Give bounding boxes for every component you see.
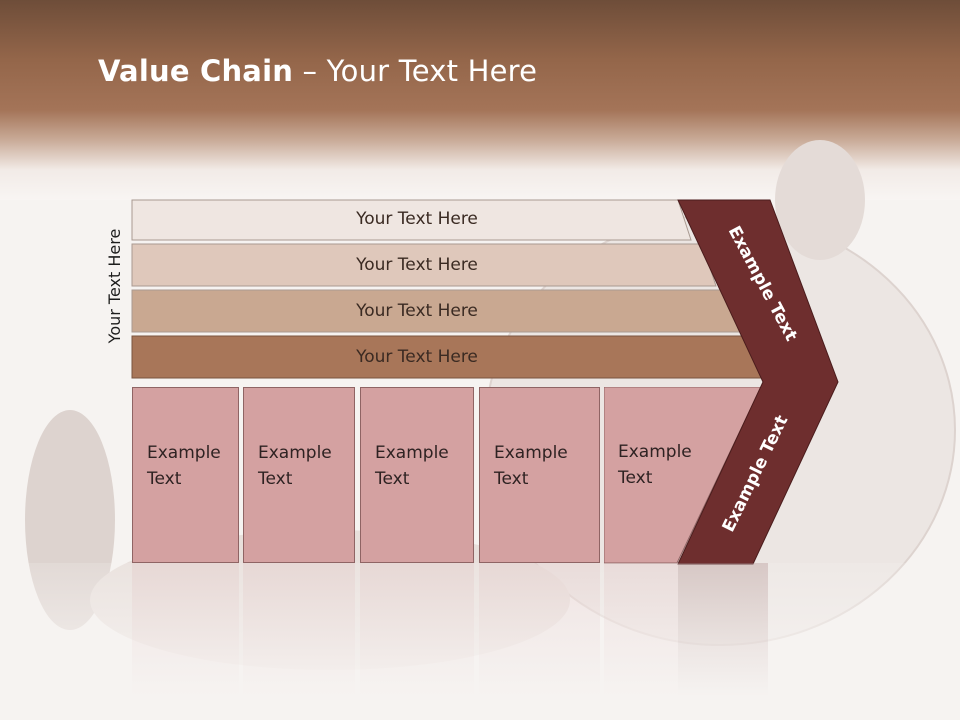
slide-title: Value Chain – Your Text Here	[98, 54, 537, 88]
support-bar-label: Your Text Here	[356, 209, 478, 229]
diagram-reflection	[0, 563, 960, 720]
primary-cell-5-text: Example Text	[604, 387, 704, 563]
support-bar-label: Your Text Here	[356, 347, 478, 367]
primary-cell-3: Example Text	[360, 387, 474, 563]
cell-label: Example Text	[375, 443, 449, 489]
title-rest: – Your Text Here	[293, 54, 538, 88]
leg-shape	[775, 140, 865, 260]
support-bar-label: Your Text Here	[356, 301, 478, 321]
title-bold: Value Chain	[98, 54, 294, 88]
primary-cell-4: Example Text	[479, 387, 600, 563]
primary-cell-2: Example Text	[243, 387, 355, 563]
cell-label: Example Text	[258, 443, 332, 489]
side-label: Your Text Here	[105, 228, 124, 344]
cell-label: Example Text	[618, 442, 692, 488]
primary-cell-1: Example Text	[132, 387, 239, 563]
cell-label: Example Text	[147, 443, 221, 489]
margin-chevron: Example Text Example Text	[677, 199, 839, 565]
cell-label: Example Text	[494, 443, 568, 489]
support-bar-label: Your Text Here	[356, 255, 478, 275]
